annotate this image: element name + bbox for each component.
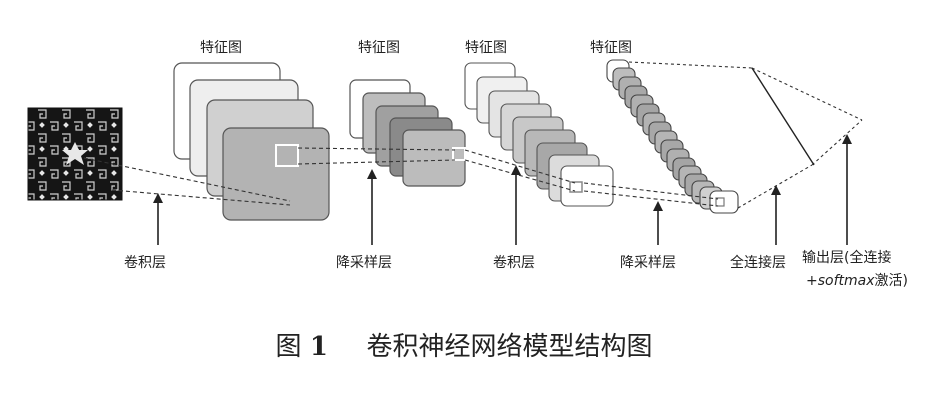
caption-title: 卷积神经网络模型结构图 xyxy=(366,332,653,362)
output-layer-label-line1: 输出层(全连接 xyxy=(802,249,891,266)
feature-maps-conv1 xyxy=(173,62,330,221)
layer-label-fc: 全连接层 xyxy=(730,254,786,271)
figure-caption: 图 1 卷积神经网络模型结构图 xyxy=(0,326,928,363)
cnn-architecture-diagram: 特征图 特征图 特征图 特征图 卷积层 降采样层 卷积层 降采样层 全连接层 输… xyxy=(27,40,908,289)
output-label-softmax: softmax xyxy=(818,273,875,289)
feature-maps-conv2 xyxy=(464,62,614,207)
pointer-arrows xyxy=(153,134,852,245)
feature-maps-pool2 xyxy=(606,59,739,214)
caption-number: 1 xyxy=(309,332,328,362)
output-label-plus: + xyxy=(806,273,818,289)
output-label-activation: 激活) xyxy=(875,272,908,289)
layer-label-pool2: 降采样层 xyxy=(620,255,676,271)
layer-label-pool1: 降采样层 xyxy=(336,255,392,271)
layer-label-conv2: 卷积层 xyxy=(493,255,535,271)
feature-map-label-4: 特征图 xyxy=(590,40,632,56)
feature-map-label-1: 特征图 xyxy=(200,40,242,56)
caption-prefix: 图 xyxy=(275,332,302,362)
feature-map-label-2: 特征图 xyxy=(358,40,400,56)
fully-connected-line xyxy=(751,67,815,166)
feature-maps-pool1 xyxy=(349,79,466,187)
layer-label-conv1: 卷积层 xyxy=(124,255,166,271)
feature-map-label-3: 特征图 xyxy=(465,40,507,56)
input-image xyxy=(27,107,123,201)
output-layer-label-line2: +softmax激活) xyxy=(806,272,908,289)
